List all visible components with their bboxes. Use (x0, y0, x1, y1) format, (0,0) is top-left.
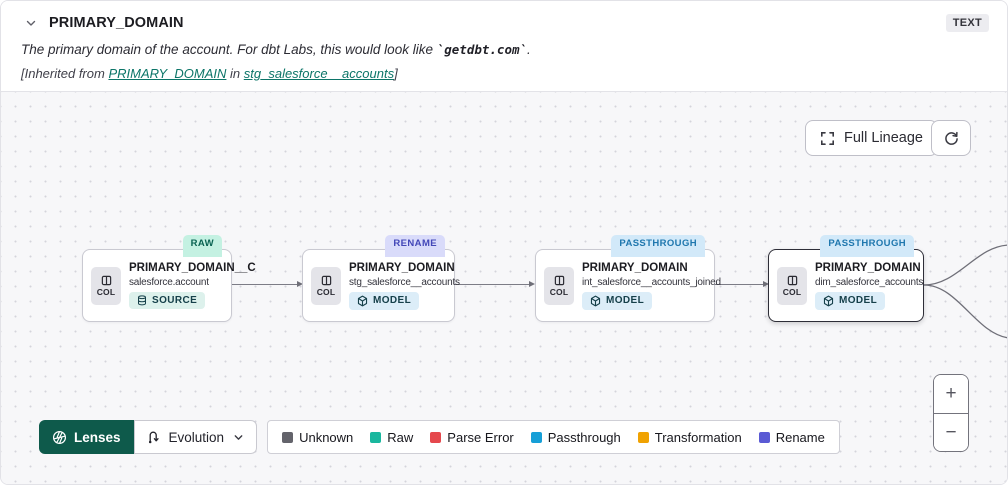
legend-swatch (530, 431, 542, 443)
lineage-canvas[interactable]: Full Lineage RAW COL PRIMARY_DOMAI (1, 91, 1007, 484)
inherited-from-line: [Inherited from PRIMARY_DOMAIN in stg_sa… (21, 66, 989, 81)
lineage-node-intermediate[interactable]: PASSTHROUGH COL PRIMARY_DOMAIN int_sales… (535, 235, 721, 322)
legend-label: Parse Error (447, 429, 514, 445)
status-badge: PASSTHROUGH (820, 235, 914, 257)
legend-item: Transformation (637, 429, 742, 445)
page-title: PRIMARY_DOMAIN (49, 15, 184, 31)
inherited-column-link[interactable]: PRIMARY_DOMAIN (108, 66, 227, 81)
bottom-bar: Lenses Evolution Unknown Raw Parse Error… (39, 420, 840, 454)
column-chip: COL (311, 266, 341, 305)
node-subtitle: dim_salesforce_accounts (815, 276, 924, 288)
resource-type-badge: MODEL (815, 291, 886, 310)
lineage-node-source[interactable]: RAW COL PRIMARY_DOMAIN__C salesforce.acc… (82, 235, 256, 322)
lineage-node-staging[interactable]: RENAME COL PRIMARY_DOMAIN stg_salesforce… (302, 235, 460, 322)
lenses-control: Lenses Evolution (39, 420, 258, 454)
chip-label: COL (549, 286, 569, 297)
lens-selected-label: Evolution (168, 429, 225, 445)
description-text: The primary domain of the account. For d… (21, 42, 437, 57)
chip-label: COL (316, 286, 336, 297)
cube-icon (823, 295, 834, 306)
database-icon (138, 295, 146, 306)
legend-label: Transformation (654, 429, 742, 445)
resource-type-label: MODEL (606, 295, 645, 306)
zoom-in-button[interactable]: + (934, 375, 968, 413)
columns-icon (787, 275, 797, 285)
legend-label: Raw (387, 429, 414, 445)
zoom-controls: + − (933, 374, 969, 452)
lineage-edge (715, 280, 769, 287)
lenses-button[interactable]: Lenses (39, 420, 134, 454)
legend-swatch (430, 431, 442, 443)
description-code: `getdbt.com` (436, 42, 528, 57)
columns-icon (101, 275, 111, 285)
node-title: PRIMARY_DOMAIN (815, 261, 921, 274)
lens-dropdown[interactable]: Evolution (133, 420, 258, 454)
node-subtitle: stg_salesforce__accounts (349, 276, 460, 288)
resource-type-label: MODEL (839, 295, 878, 306)
evolution-icon (147, 430, 160, 444)
node-title: PRIMARY_DOMAIN__C (129, 262, 256, 274)
node-title: PRIMARY_DOMAIN (582, 261, 688, 274)
resource-type-badge: SOURCE (129, 292, 206, 309)
status-badge: RAW (182, 235, 222, 257)
legend-swatch (637, 431, 649, 443)
resource-type-badge: MODEL (582, 291, 653, 310)
branch-edges (924, 244, 1007, 339)
zoom-out-button[interactable]: − (934, 413, 968, 451)
refresh-button[interactable] (931, 120, 971, 156)
full-lineage-label: Full Lineage (844, 130, 923, 146)
lenses-label: Lenses (74, 429, 121, 445)
legend-label: Passthrough (547, 429, 621, 445)
lineage-node-dim-selected[interactable]: PASSTHROUGH COL PRIMARY_DOMAIN dim_sales… (768, 235, 924, 322)
node-subtitle: int_salesforce__accounts_joined (582, 276, 721, 288)
column-chip: COL (91, 266, 121, 305)
status-badge: RENAME (385, 235, 445, 257)
legend-label: Rename (775, 429, 825, 445)
lens-legend: Unknown Raw Parse Error Passthrough Tran… (267, 420, 840, 454)
header: PRIMARY_DOMAIN TEXT The primary domain o… (1, 1, 1007, 91)
column-chip: COL (544, 266, 574, 305)
status-badge: PASSTHROUGH (611, 235, 705, 257)
chip-label: COL (782, 286, 802, 297)
legend-swatch (370, 431, 382, 443)
lens-icon (52, 430, 67, 445)
resource-type-label: SOURCE (152, 295, 198, 306)
inherited-prefix: [Inherited from (21, 66, 109, 81)
legend-item: Parse Error (430, 429, 514, 445)
legend-label: Unknown (299, 429, 354, 445)
legend-swatch (282, 431, 294, 443)
cube-icon (590, 295, 601, 306)
inherited-suffix: ] (394, 66, 398, 81)
inherited-model-link[interactable]: stg_salesforce__accounts (243, 66, 395, 81)
lineage-edge (231, 280, 303, 287)
description-period: . (527, 42, 531, 57)
inherited-middle: in (226, 66, 244, 81)
column-description: The primary domain of the account. For d… (21, 42, 989, 57)
full-lineage-button[interactable]: Full Lineage (805, 120, 938, 156)
node-subtitle: salesforce.account (129, 277, 209, 288)
expand-icon (820, 131, 835, 146)
legend-swatch (758, 431, 770, 443)
legend-item: Raw (370, 430, 413, 445)
resource-type-label: MODEL (373, 295, 412, 306)
columns-icon (321, 275, 331, 285)
legend-item: Unknown (282, 430, 353, 445)
collapse-chevron-icon[interactable] (21, 13, 41, 33)
legend-item: Passthrough (530, 429, 621, 445)
node-title: PRIMARY_DOMAIN (349, 261, 455, 274)
legend-item: Rename (758, 429, 825, 445)
lineage-edge (455, 280, 535, 287)
chip-label: COL (96, 286, 116, 297)
resource-type-badge: MODEL (349, 291, 420, 310)
cube-icon (357, 295, 368, 306)
column-type-badge: TEXT (945, 14, 989, 32)
chevron-down-icon (233, 432, 244, 443)
columns-icon (554, 275, 564, 285)
refresh-icon (943, 130, 960, 147)
column-chip: COL (777, 266, 807, 305)
